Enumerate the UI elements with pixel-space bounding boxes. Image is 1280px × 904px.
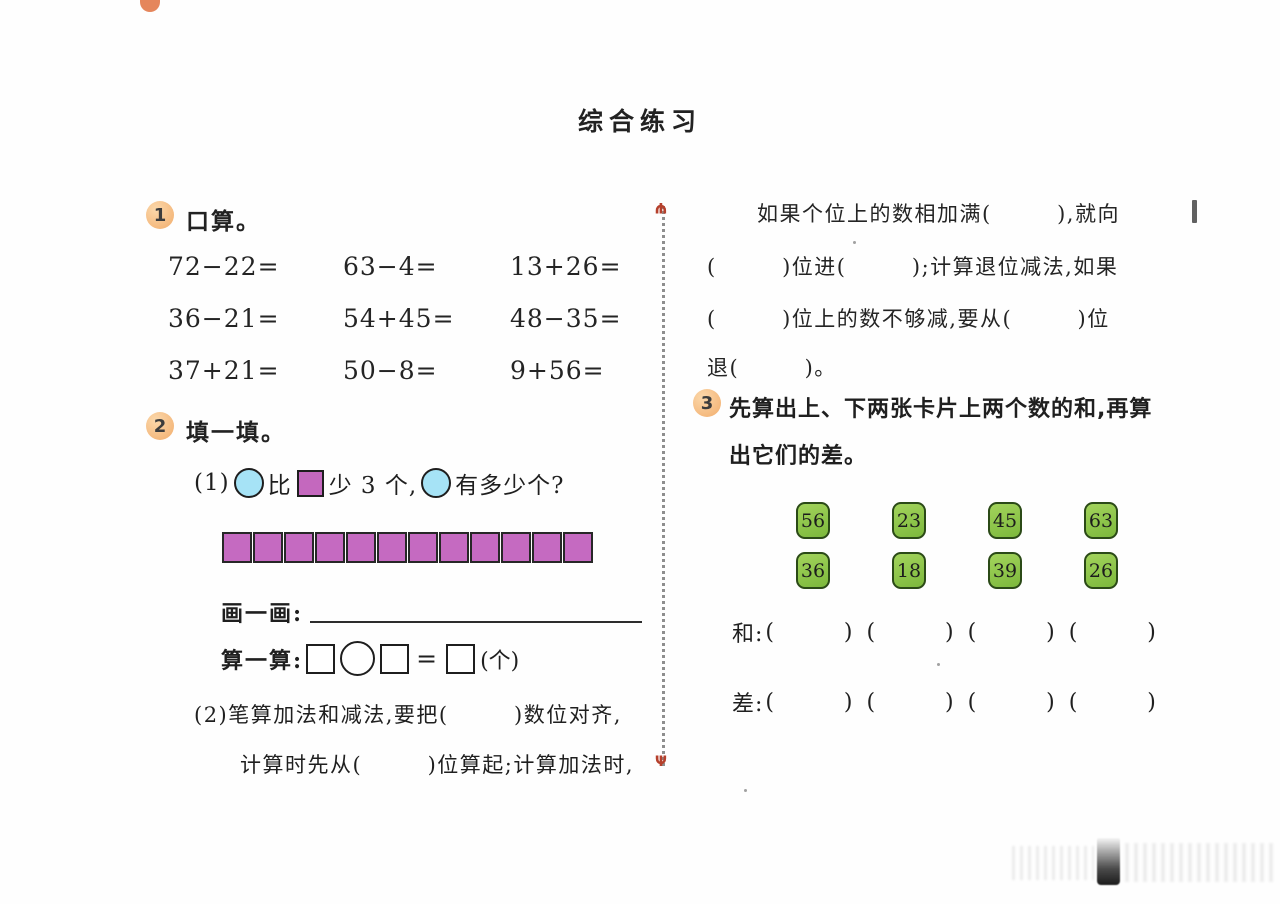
question-text: 比 <box>267 473 292 499</box>
purple-square-icon <box>296 469 324 497</box>
counting-square <box>439 532 469 563</box>
continuation-line: ( )位上的数不够减,要从( )位 <box>707 307 1110 331</box>
blue-circle-icon <box>421 468 452 498</box>
calc-circle-icon <box>340 641 376 676</box>
section2-badge: 2 <box>146 412 174 440</box>
calc-line: 算一算: = (个) <box>221 641 519 676</box>
section3-instruction: 先算出上、下两张卡片上两个数的和,再算 <box>729 397 1153 422</box>
equation: 37+21= <box>168 355 280 385</box>
section1-badge: 1 <box>146 201 174 229</box>
answer-blank: ( ) <box>1068 619 1156 645</box>
scan-speck <box>937 663 940 666</box>
equation: 48−35= <box>510 303 622 333</box>
number-card: 36 <box>796 552 830 589</box>
scan-streaks-left <box>1012 846 1094 880</box>
counting-square <box>377 532 407 563</box>
counting-square <box>253 532 283 563</box>
calc-box-icon <box>446 643 476 674</box>
counting-squares-row <box>222 532 593 563</box>
counting-square <box>408 532 438 563</box>
question-number: (1) <box>194 470 230 496</box>
unit-label: (个) <box>480 648 520 674</box>
equation: 72−22= <box>168 251 280 281</box>
counting-square <box>501 532 531 563</box>
number-card: 23 <box>892 502 926 539</box>
number-card: 63 <box>1084 502 1118 539</box>
counting-square <box>563 532 593 563</box>
section2-heading: 填一填。 <box>186 420 286 446</box>
scan-smudge-bar <box>1097 838 1120 885</box>
equation: 9+56= <box>510 355 605 385</box>
number-card: 56 <box>796 502 830 539</box>
scan-speck <box>853 241 856 244</box>
equation: 63−4= <box>343 251 438 281</box>
number-card: 18 <box>892 552 926 589</box>
question-text: 少 3 个, <box>328 473 418 499</box>
equation: 36−21= <box>168 303 280 333</box>
counting-square <box>346 532 376 563</box>
continuation-line: ( )位进( );计算退位减法,如果 <box>707 255 1119 279</box>
calc-box-icon <box>380 643 410 674</box>
answer-blank: ( ) <box>967 689 1055 715</box>
equation: 54+45= <box>343 303 455 333</box>
counting-square <box>222 532 252 563</box>
counting-square <box>284 532 314 563</box>
draw-label: 画一画: <box>221 601 304 627</box>
fill-blank-line: 计算时先从( )位算起;计算加法时, <box>240 753 635 777</box>
answer-blank: ( ) <box>866 689 954 715</box>
number-card: 45 <box>988 502 1022 539</box>
clipped-character <box>1192 200 1197 223</box>
answer-blank: ( ) <box>765 689 853 715</box>
answer-blank: ( ) <box>765 619 853 645</box>
calc-box-icon <box>306 643 336 674</box>
diff-row: 差: ( ) ( ) ( ) ( ) <box>732 686 1170 718</box>
cut-mark-bottom-icon: Ψ <box>655 754 667 770</box>
counting-square <box>532 532 562 563</box>
page-title: 综合练习 <box>577 107 702 136</box>
continuation-line: 如果个位上的数相加满( ),就向 <box>757 202 1120 226</box>
section3-instruction: 出它们的差。 <box>729 444 868 469</box>
blue-circle-icon <box>233 468 264 498</box>
section1-heading: 口算。 <box>186 209 261 235</box>
answer-blank: ( ) <box>1068 689 1156 715</box>
fill-question-line: (1) 比 少 3 个, 有多少个? <box>194 466 565 500</box>
equation: 50−8= <box>343 355 438 385</box>
page-corner-mark <box>140 0 160 12</box>
cut-mark-top-icon: Ψ <box>655 199 667 215</box>
diff-label: 差: <box>732 692 764 717</box>
cards-top-row: 56 23 45 63 <box>796 502 1118 539</box>
cards-bottom-row: 36 18 39 26 <box>796 552 1118 589</box>
sum-row: 和: ( ) ( ) ( ) ( ) <box>732 616 1170 648</box>
scan-speck <box>744 789 747 792</box>
oral-math-grid: 72−22= 63−4= 13+26= 36−21= 54+45= 48−35=… <box>168 240 640 396</box>
continuation-line: 退( )。 <box>707 356 837 380</box>
sum-label: 和: <box>732 622 764 647</box>
number-card: 26 <box>1084 552 1118 589</box>
number-card: 39 <box>988 552 1022 589</box>
answer-blank: ( ) <box>866 619 954 645</box>
equals-sign: = <box>416 644 440 673</box>
calc-label: 算一算: <box>221 647 304 674</box>
section3-badge: 3 <box>693 389 721 417</box>
counting-square <box>470 532 500 563</box>
answer-underline <box>310 596 642 623</box>
counting-square <box>315 532 345 563</box>
answer-blank: ( ) <box>967 619 1055 645</box>
question-text: 有多少个? <box>455 473 565 499</box>
fill-blank-line: (2)笔算加法和减法,要把( )数位对齐, <box>194 703 622 727</box>
scan-streaks-right <box>1125 843 1275 882</box>
page-divider <box>662 206 665 766</box>
equation: 13+26= <box>510 251 622 281</box>
